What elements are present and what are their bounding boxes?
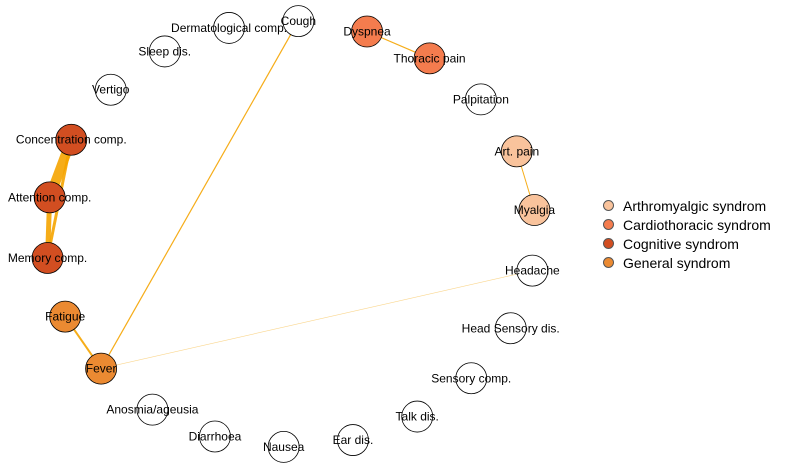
- legend-swatch: [603, 257, 614, 268]
- legend-label: Cardiothoracic syndrom: [623, 216, 771, 233]
- node-attention: Attention comp.: [8, 181, 91, 214]
- node-circle: [401, 400, 434, 433]
- node-label: Thoracic pain: [394, 51, 466, 65]
- legend-swatch: [603, 219, 614, 230]
- node-circle: [148, 35, 181, 68]
- node-label: Dermatological comp.: [171, 21, 287, 35]
- node-cough: Cough: [281, 5, 316, 37]
- node-anosmia: Anosmia/ageusia: [106, 393, 199, 426]
- node-label: Anosmia/ageusia: [106, 403, 198, 417]
- node-circle: [267, 431, 300, 463]
- node-circle: [337, 424, 369, 456]
- node-nausea: Nausea: [263, 431, 305, 463]
- node-circle: [494, 312, 527, 345]
- node-palpitation: Palpitation: [453, 83, 509, 116]
- node-dyspnea: Dyspnea: [343, 15, 391, 48]
- node-myalgia: Myalgia: [514, 194, 556, 226]
- node-circle: [33, 181, 66, 214]
- node-circle: [136, 393, 169, 426]
- node-headache: Headache: [505, 254, 560, 287]
- node-fever: Fever: [85, 352, 118, 385]
- node-label: Cough: [281, 14, 316, 28]
- node-label: Memory comp.: [8, 251, 87, 265]
- node-label: Diarrhoea: [189, 429, 242, 443]
- node-label: Ear dis.: [333, 433, 374, 447]
- node-art_pain: Art. pain: [494, 135, 539, 168]
- node-circle: [49, 300, 82, 333]
- node-ear_dis: Ear dis.: [333, 424, 374, 456]
- node-memory: Memory comp.: [8, 242, 87, 274]
- node-circle: [413, 42, 446, 75]
- node-label: Vertigo: [92, 83, 130, 97]
- node-label: Fatigue: [45, 310, 85, 324]
- node-circle: [31, 242, 64, 274]
- node-thoracic_pain: Thoracic pain: [394, 42, 466, 75]
- legend-label: Cognitive syndrom: [623, 235, 739, 252]
- edges-layer: [44, 20, 535, 370]
- node-sensory_comp: Sensory comp.: [431, 362, 511, 395]
- edge-fever-headache: [101, 270, 533, 369]
- node-circle: [455, 362, 488, 395]
- node-label: Palpitation: [453, 92, 509, 106]
- node-circle: [516, 254, 549, 287]
- node-circle: [464, 83, 497, 116]
- node-circle: [94, 73, 127, 106]
- node-label: Dyspnea: [343, 25, 391, 39]
- legend-item-cardiothoracic: Cardiothoracic syndrom: [603, 215, 771, 234]
- node-circle: [518, 194, 551, 226]
- node-label: Nausea: [263, 440, 305, 454]
- legend-item-general: General syndrom: [603, 253, 771, 272]
- node-circle: [282, 5, 315, 37]
- node-label: Fever: [86, 362, 117, 376]
- node-label: Head Sensory dis.: [462, 321, 560, 335]
- legend: Arthromyalgic syndrom Cardiothoracic syn…: [603, 196, 771, 272]
- legend-label: Arthromyalgic syndrom: [623, 197, 767, 214]
- legend-label: General syndrom: [623, 254, 731, 271]
- node-concentration: Concentration comp.: [16, 123, 127, 156]
- node-circle: [199, 420, 231, 453]
- legend-swatch: [603, 238, 614, 249]
- node-label: Sensory comp.: [431, 371, 511, 385]
- legend-item-cognitive: Cognitive syndrom: [603, 234, 771, 253]
- node-label: Attention comp.: [8, 190, 91, 204]
- node-dermatological: Dermatological comp.: [171, 12, 287, 44]
- node-label: Concentration comp.: [16, 133, 127, 147]
- node-fatigue: Fatigue: [45, 300, 86, 333]
- node-diarrhoea: Diarrhoea: [189, 420, 242, 453]
- node-circle: [213, 12, 245, 44]
- edge-fever-cough: [100, 20, 299, 369]
- node-head_sensory: Head Sensory dis.: [462, 312, 560, 345]
- legend-item-arthromyalgic: Arthromyalgic syndrom: [603, 196, 771, 215]
- node-talk_dis: Talk dis.: [396, 400, 439, 433]
- node-label: Headache: [505, 264, 560, 278]
- node-circle: [351, 15, 383, 48]
- node-circle: [500, 135, 533, 168]
- node-label: Talk dis.: [396, 410, 439, 424]
- node-vertigo: Vertigo: [92, 73, 130, 106]
- node-circle: [55, 123, 88, 156]
- node-label: Myalgia: [514, 203, 556, 217]
- legend-swatch: [603, 200, 614, 211]
- node-sleep: Sleep dis.: [138, 35, 191, 68]
- node-label: Art. pain: [494, 144, 539, 158]
- node-label: Sleep dis.: [138, 44, 191, 58]
- node-circle: [85, 352, 118, 385]
